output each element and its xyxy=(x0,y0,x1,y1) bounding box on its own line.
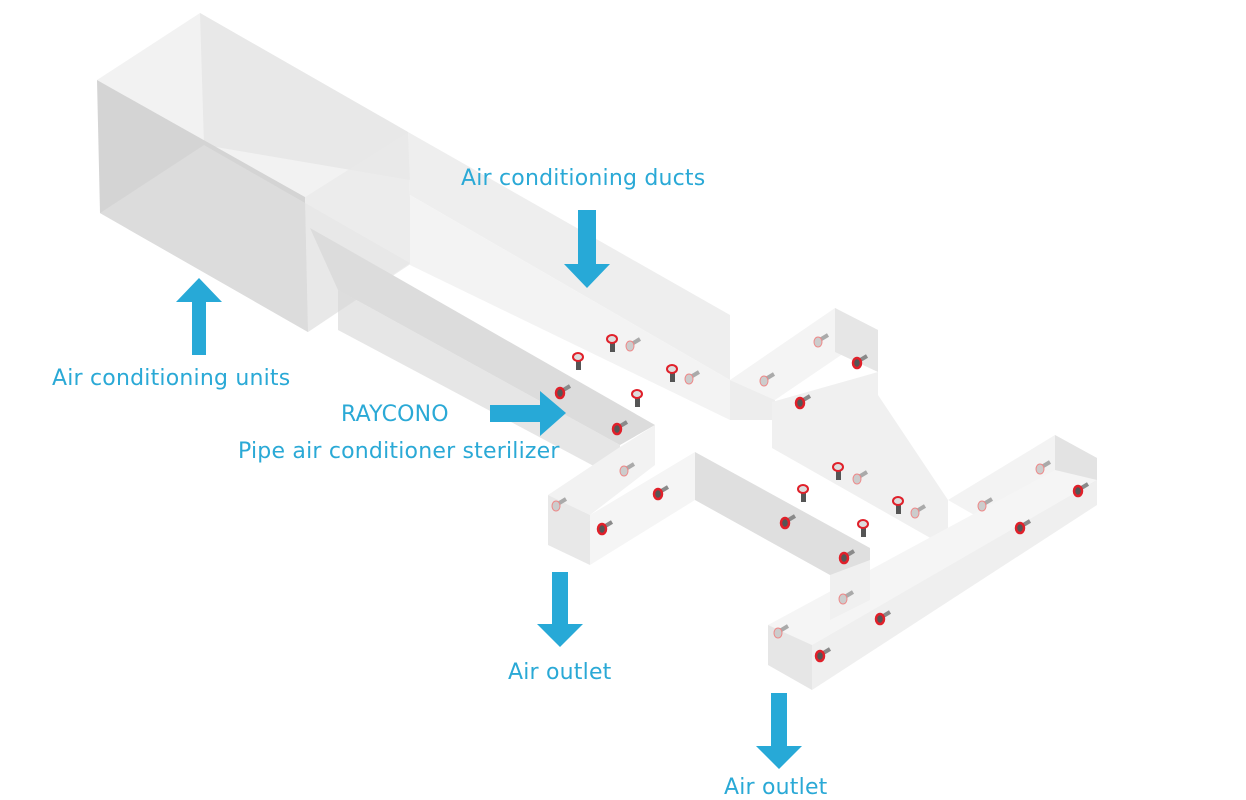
sterilizer-device xyxy=(773,624,790,639)
outlet-2-arrow xyxy=(756,693,802,769)
duct-left-branch-end xyxy=(548,495,590,565)
sterilizer-device xyxy=(652,485,670,501)
duct-center-top xyxy=(695,452,870,575)
sterilizer-device xyxy=(631,389,643,407)
ducts-label: Air conditioning ducts xyxy=(461,166,706,191)
product-label: Pipe air conditioner sterilizer xyxy=(238,439,560,464)
duct-upper-top xyxy=(408,132,730,380)
sterilizer-device xyxy=(832,462,844,480)
sterilizers xyxy=(551,333,1090,663)
outlet-2-label: Air outlet xyxy=(724,775,828,800)
duct-lower-side xyxy=(338,290,620,480)
unit-top-face-right xyxy=(200,13,410,180)
duct-right-branch-front xyxy=(835,308,878,372)
sterilizer-device xyxy=(572,352,584,370)
sterilizer-device xyxy=(779,514,797,530)
outlet-1-label: Air outlet xyxy=(508,660,612,685)
duct-bottom-right-side xyxy=(812,480,1097,690)
sterilizer-device xyxy=(797,484,809,502)
duct-upper-side xyxy=(410,195,730,420)
outlet-1-arrow xyxy=(537,572,583,647)
sterilizer-device xyxy=(857,519,869,537)
duct-bottom-right-end xyxy=(768,625,812,690)
sterilizer-device xyxy=(794,394,812,410)
duct-left-branch-side xyxy=(590,452,695,565)
sterilizer-device xyxy=(852,470,869,485)
units-label: Air conditioning units xyxy=(52,366,291,391)
duct-center-side xyxy=(830,560,870,620)
air-conditioning-unit xyxy=(97,13,412,332)
sterilizer-device xyxy=(814,647,832,663)
sterilizer-device xyxy=(851,354,869,370)
sterilizer-device xyxy=(1072,482,1090,498)
sterilizer-device xyxy=(1035,460,1052,475)
arrows xyxy=(176,210,802,769)
duct-right-branch-side xyxy=(730,380,775,420)
brand-label: RAYCONO xyxy=(341,402,449,427)
sterilizer-device xyxy=(838,590,855,605)
sterilizer-device xyxy=(619,462,636,477)
sterilizer-device xyxy=(625,337,642,352)
sterilizer-device xyxy=(759,372,776,387)
sterilizer-device xyxy=(892,496,904,514)
sterilizer-device xyxy=(977,497,994,512)
sterilizer-device xyxy=(606,334,618,352)
sterilizer-device xyxy=(684,370,701,385)
sterilizer-device xyxy=(596,520,614,536)
sterilizer-device xyxy=(1014,519,1032,535)
sterilizer-arrow xyxy=(490,391,566,436)
duct-left-branch-top xyxy=(548,425,655,515)
ducts-arrow xyxy=(564,210,610,288)
sterilizer-device xyxy=(874,610,892,626)
duct-network xyxy=(310,132,1097,690)
unit-front-face xyxy=(305,132,412,332)
sterilizer-device xyxy=(554,384,572,400)
duct-lower-top xyxy=(310,228,655,445)
sterilizer-device xyxy=(910,504,927,519)
sterilizer-device xyxy=(611,420,629,436)
duct-middle-top xyxy=(772,372,948,548)
units-arrow xyxy=(176,278,222,355)
sterilizer-device xyxy=(838,549,856,565)
sterilizer-device xyxy=(551,497,568,512)
sterilizer-device xyxy=(666,364,678,382)
sterilizer-device xyxy=(813,333,830,348)
